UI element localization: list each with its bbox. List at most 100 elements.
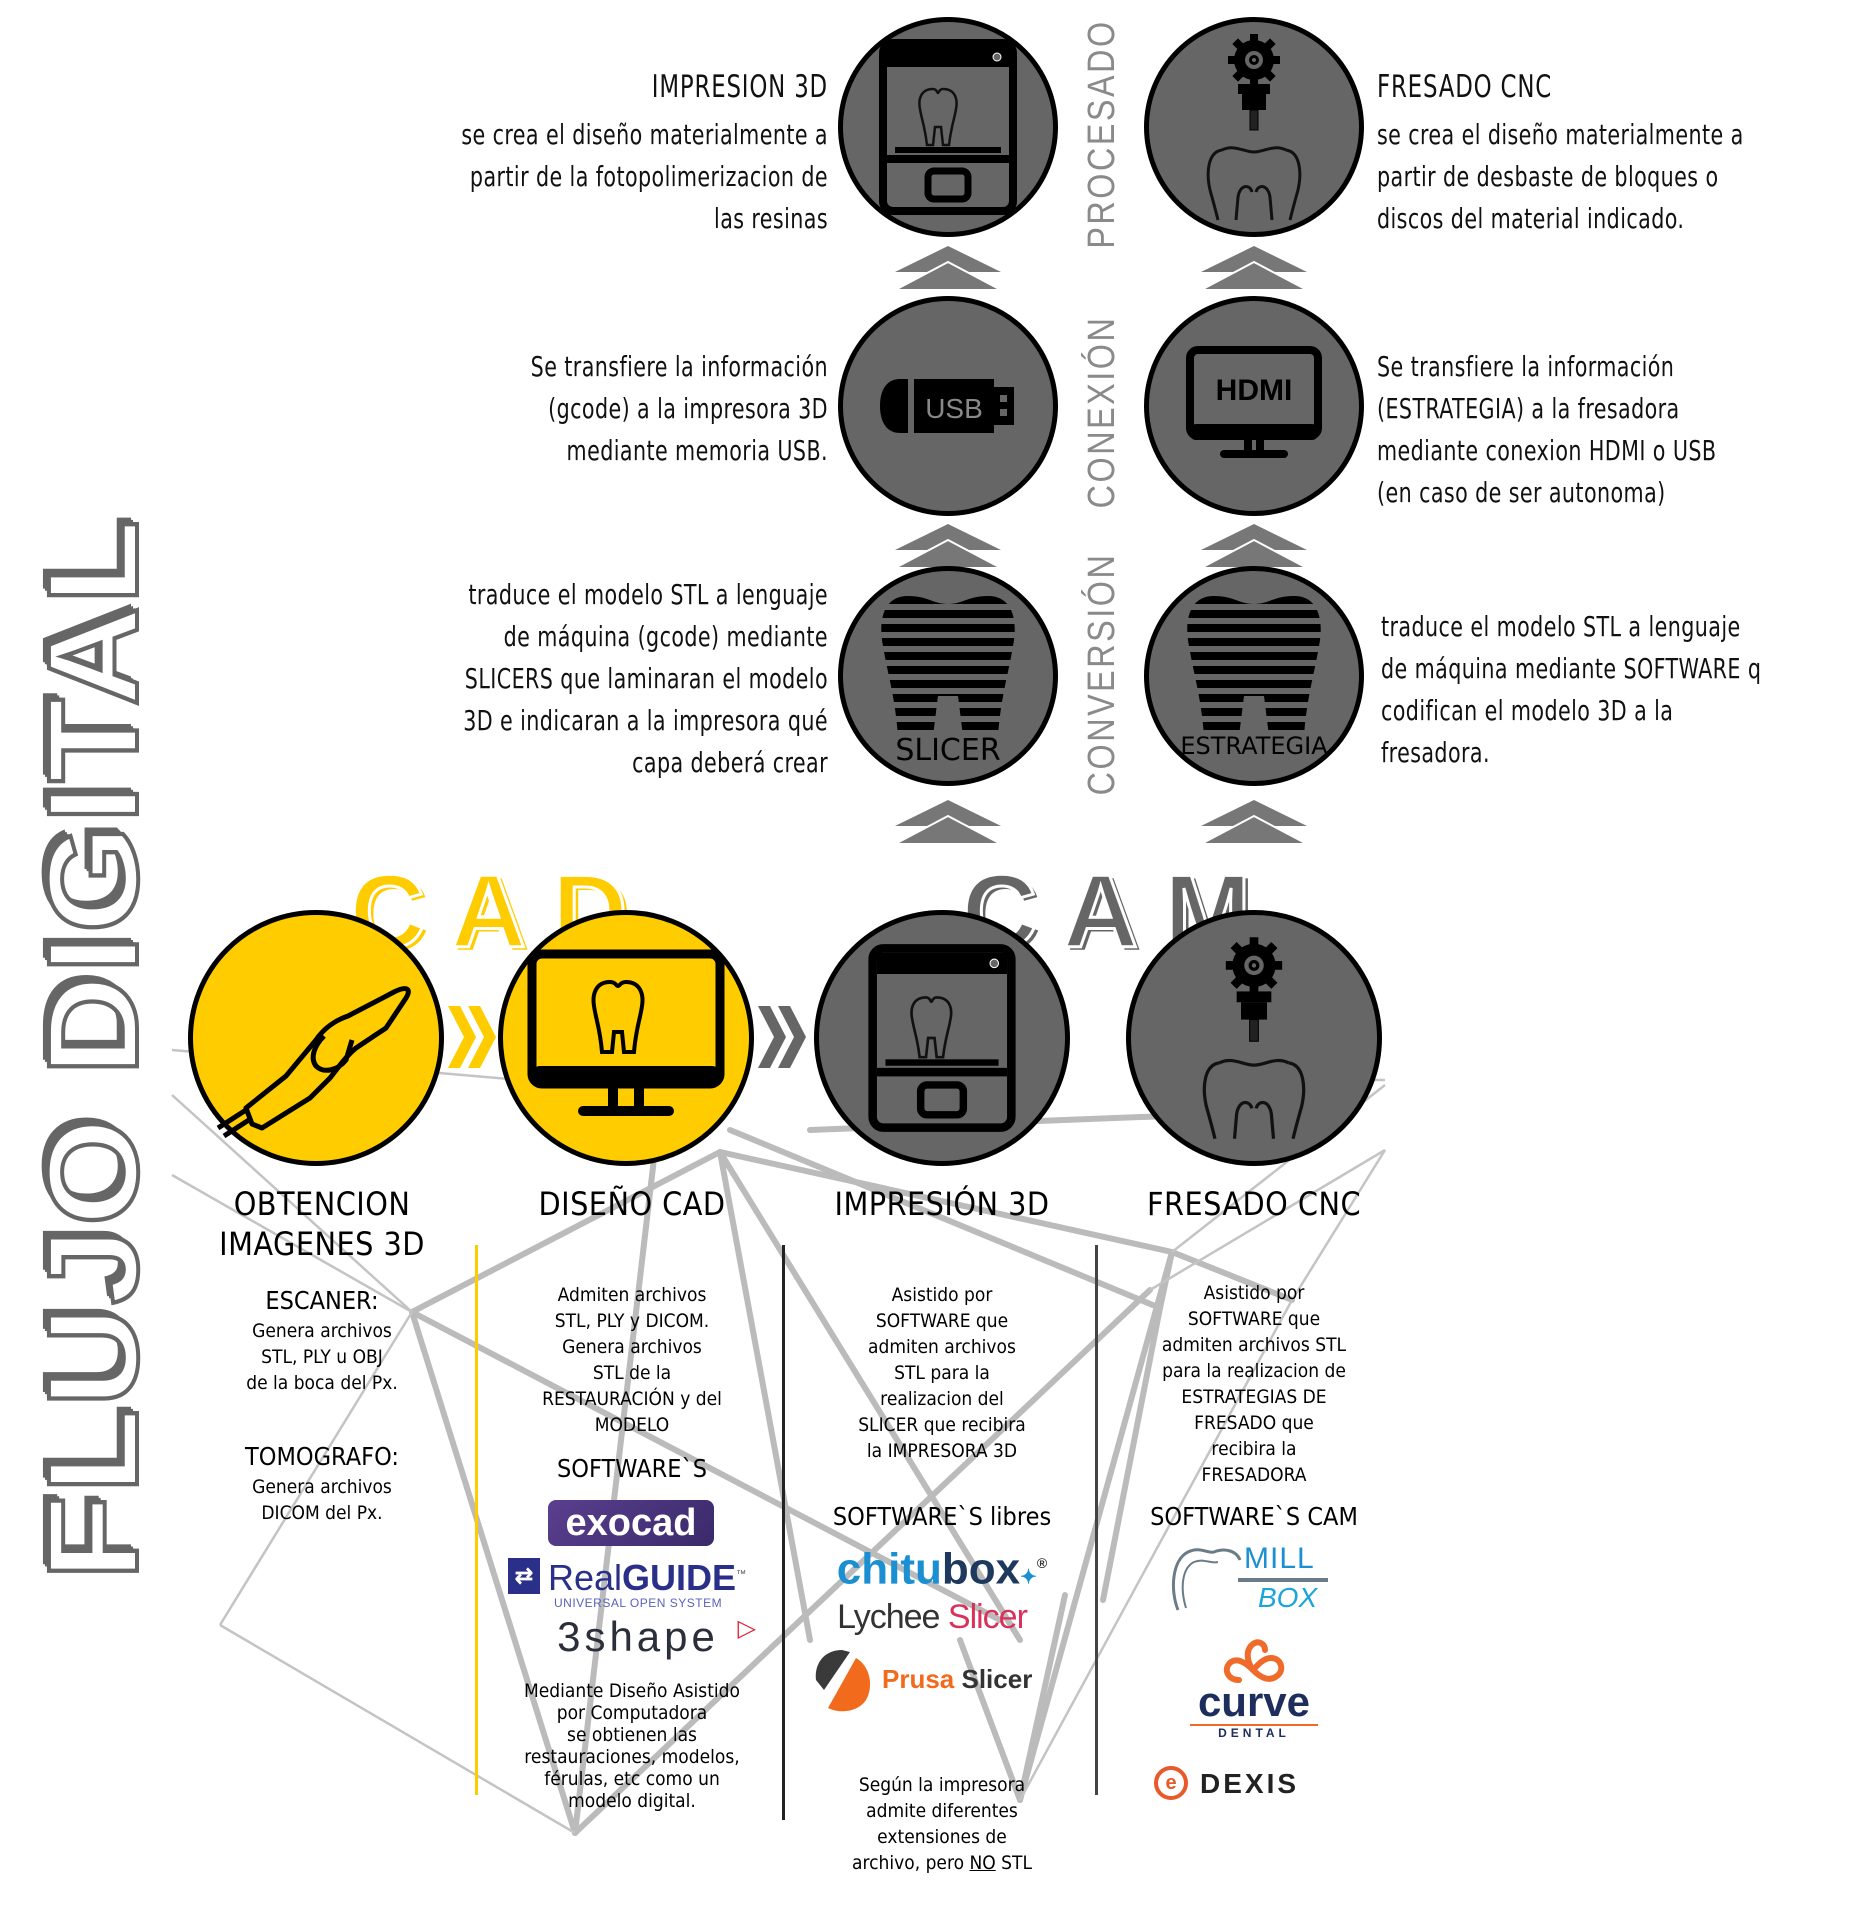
impresion-3d-footer: Según la impresora admite diferentes ext…: [807, 1772, 1077, 1876]
software-libres-label: SOFTWARE`S libres: [807, 1500, 1077, 1534]
realguide-guide: GUIDE: [622, 1557, 737, 1598]
text-line: Asistido por: [1203, 1282, 1305, 1304]
3shape-triangle-icon: ▷: [737, 1615, 756, 1642]
text-line: Mediante Diseño Asistido: [524, 1680, 740, 1702]
fresado-cnc-bottom-circle: [1126, 910, 1382, 1166]
sliced-tooth-icon: SLICER: [881, 596, 1015, 766]
desc-line: capa deberá crear: [632, 746, 828, 779]
text-line: RESTAURACIÓN y del: [542, 1388, 722, 1410]
column-divider: [782, 1245, 785, 1820]
text-line: STL, PLY y DICOM.: [554, 1310, 710, 1332]
realguide-logo: ⇄ RealGUIDE™ UNIVERSAL OPEN SYSTEM: [508, 1554, 758, 1614]
text-line: Genera archivos: [252, 1320, 392, 1342]
lychee-slicer-logo: Lychee Slicer: [812, 1594, 1052, 1640]
text-line: la IMPRESORA 3D: [866, 1440, 1018, 1462]
curve-cloud-icon: [1223, 1639, 1285, 1683]
slicer-circle: SLICER: [838, 566, 1058, 786]
obtencion-details: ESCANER: Genera archivos STL, PLY u OBJ …: [187, 1284, 457, 1526]
millbox-mill-text: MILL: [1244, 1542, 1315, 1575]
cnc-mill-icon: [1206, 34, 1302, 221]
chevron-right-icon: [758, 1006, 806, 1068]
text-line: de la boca del Px.: [246, 1372, 398, 1394]
text-line: recibira la: [1211, 1438, 1297, 1460]
heading-line: IMAGENES 3D: [219, 1225, 425, 1263]
3shape-logo: 3shape ▷: [518, 1612, 758, 1662]
fresado-cnc-title: FRESADO CNC: [1377, 69, 1553, 105]
curve-dental-logo: curve DENTAL: [1164, 1636, 1344, 1746]
lychee-slicer-text: Slicer: [939, 1598, 1028, 1636]
prusa-slicer-logo: Prusa Slicer: [812, 1646, 1052, 1716]
text-line: se obtienen las: [567, 1724, 697, 1746]
desc-line: Se transfiere la información: [1377, 350, 1675, 383]
software-label: SOFTWARE`S CAM: [1150, 1502, 1358, 1531]
slicer-icon-text: SLICER: [895, 733, 1000, 766]
text-line: admiten archivos: [868, 1336, 1016, 1358]
estrategia-description: traduce el modelo STL a lenguaje de máqu…: [1381, 606, 1840, 774]
desc-line: de máquina (gcode) mediante: [503, 620, 828, 653]
millbox-box-text: BOX: [1258, 1582, 1318, 1613]
hdmi-monitor-icon: HDMI: [1186, 346, 1322, 458]
column-divider: [1095, 1245, 1098, 1795]
stage-label-conexion: CONEXIÓN: [1081, 315, 1123, 509]
diseno-cad-details: Admiten archivos STL, PLY y DICOM. Gener…: [497, 1282, 767, 1486]
desc-line: Se transfiere la información: [530, 350, 828, 383]
prusa-mark-icon: [815, 1650, 871, 1712]
text-line: extensiones de: [877, 1826, 1007, 1848]
desc-line: partir de la fotopolimerizacion de: [469, 160, 828, 193]
heading-line: OBTENCION: [233, 1185, 411, 1223]
usb-description: Se transfiere la información (gcode) a l…: [402, 346, 828, 472]
text-line: ESTRATEGIAS DE: [1181, 1386, 1327, 1408]
millbox-tooth-icon: [1171, 1548, 1242, 1611]
text-line: para la realizacion de: [1162, 1360, 1346, 1382]
text-line: férulas, etc como un: [544, 1768, 720, 1790]
desc-line: se crea el diseño materialmente a: [461, 118, 828, 151]
desc-line: (ESTRATEGIA) a la fresadora: [1377, 392, 1680, 425]
desc-line: las resinas: [714, 202, 828, 235]
desc-line: se crea el diseño materialmente a: [1377, 118, 1744, 151]
intraoral-scanner-icon: [216, 986, 411, 1139]
curve-rule: [1190, 1724, 1318, 1726]
text-line: STL para la: [894, 1362, 990, 1384]
registered-mark: ®: [1036, 1555, 1048, 1571]
lychee-text: Lychee: [837, 1598, 940, 1636]
stage-label-procesado: PROCESADO: [1081, 19, 1123, 249]
cad-design-circle: [498, 910, 754, 1166]
desc-line: (en caso de ser autonoma): [1377, 476, 1666, 509]
millbox-logo: MILL BOX: [1168, 1540, 1338, 1620]
heading-line: FRESADO CNC: [1146, 1185, 1362, 1223]
slicer-description: traduce el modelo STL a lenguaje de máqu…: [369, 574, 828, 784]
software-cam-label: SOFTWARE`S CAM: [1119, 1500, 1389, 1534]
dexis-text: DEXIS: [1200, 1768, 1300, 1799]
text-line: SOFTWARE que: [1187, 1308, 1321, 1330]
chitubox-box: box: [941, 1544, 1021, 1594]
millbox-bar: [1238, 1578, 1328, 1582]
curve-dental-text: DENTAL: [1218, 1726, 1290, 1740]
text-line: Genera archivos: [562, 1336, 702, 1358]
column-heading-diseno-cad: DISEÑO CAD: [497, 1184, 767, 1224]
desc-line: traduce el modelo STL a lenguaje: [468, 578, 828, 611]
arrow-up-icon: [1201, 524, 1307, 568]
text-line: FRESADORA: [1201, 1464, 1307, 1486]
text-line: realizacion del: [880, 1388, 1004, 1410]
software-label: SOFTWARE`S: [556, 1454, 708, 1483]
desc-line: mediante memoria USB.: [566, 434, 828, 467]
realguide-real: Real: [548, 1557, 623, 1598]
tomografo-subheading: TOMOGRAFO:: [245, 1442, 399, 1471]
impresion-3d-details: Asistido por SOFTWARE que admiten archiv…: [807, 1282, 1077, 1464]
hdmi-description: Se transfiere la información (ESTRATEGIA…: [1377, 346, 1803, 514]
3d-printer-icon: [879, 39, 1017, 215]
trademark: ™: [736, 1569, 747, 1580]
monitor-tooth-icon: [527, 949, 725, 1116]
desc-line: fresadora.: [1381, 736, 1490, 769]
text-line: SLICER que recibira: [858, 1414, 1026, 1436]
impresion-3d-circle: [838, 17, 1058, 237]
text-line: DICOM del Px.: [261, 1502, 383, 1524]
dexis-mark-icon: e: [1154, 1766, 1188, 1800]
fresado-cnc-circle: [1144, 17, 1364, 237]
desc-line: 3D e indicaran a la impresora qué: [463, 704, 828, 737]
text-line: SOFTWARE que: [875, 1310, 1009, 1332]
stage-label-conversion: CONVERSIÓN: [1081, 552, 1123, 796]
arrow-up-icon: [1201, 246, 1307, 290]
arrow-up-icon: [895, 800, 1001, 844]
cnc-mill-icon: [1202, 937, 1306, 1140]
